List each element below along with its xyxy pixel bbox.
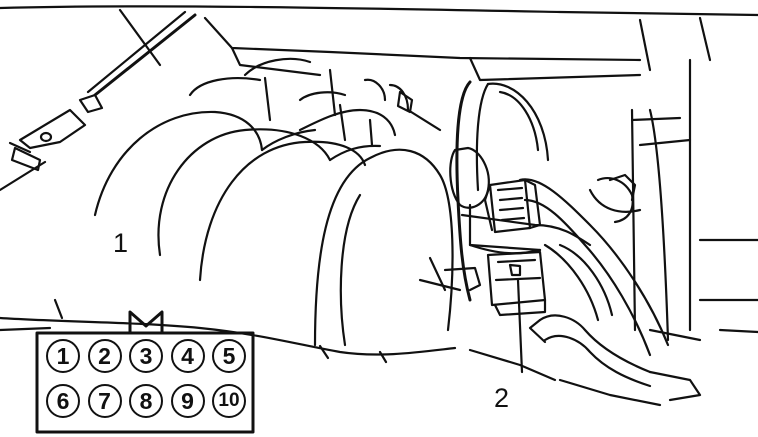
pin-9: 9 <box>170 384 205 418</box>
pin-7: 7 <box>87 384 122 418</box>
connector-frame <box>35 310 255 434</box>
upper-engine-cover <box>0 5 758 82</box>
intake-manifold-runners <box>93 57 454 347</box>
pin-8: 8 <box>129 384 163 418</box>
hoses-and-bracket <box>418 58 758 407</box>
pin-4: 4 <box>170 339 205 373</box>
pin-3: 3 <box>129 339 163 373</box>
pin-1: 1 <box>46 339 80 373</box>
pin-row-top: 1 2 3 4 5 <box>46 339 246 379</box>
throttle-cable <box>0 10 197 192</box>
pin-10: 10 <box>212 384 246 418</box>
callout-2-leader <box>516 278 524 374</box>
pin-5: 5 <box>212 339 246 373</box>
callout-label-1: 1 <box>113 228 129 258</box>
pin-2: 2 <box>87 339 122 373</box>
pin-row-bottom: 6 7 8 9 10 <box>46 384 246 424</box>
connector-pinout: 1 2 3 4 5 6 7 8 9 10 <box>36 332 254 432</box>
pin-6: 6 <box>46 384 80 418</box>
diagnostic-connector-housing <box>483 178 547 317</box>
callout-label-2: 2 <box>494 383 510 413</box>
